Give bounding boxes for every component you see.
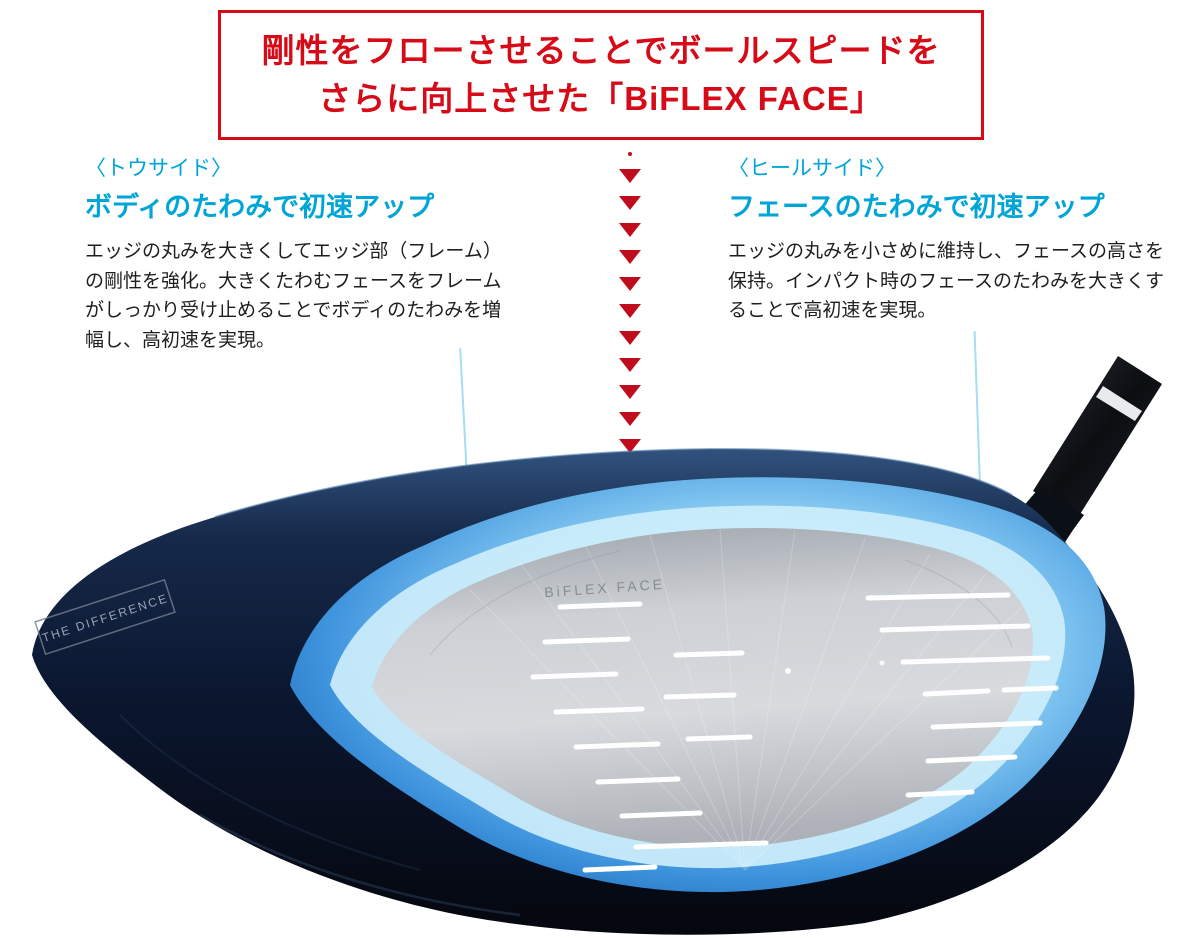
toe-side-tag: 〈トウサイド〉 xyxy=(85,157,232,180)
headline-line-2: さらに向上させた「BiFLEX FACE」 xyxy=(318,80,884,117)
arrow-dot-icon xyxy=(628,152,632,156)
heel-side-tag: 〈ヒールサイド〉 xyxy=(728,157,896,180)
down-arrow-icon xyxy=(619,412,641,426)
down-arrow-icon xyxy=(619,277,641,291)
face-texture xyxy=(469,528,1023,871)
club-shaft xyxy=(1033,356,1162,519)
face-center-dot xyxy=(785,668,791,674)
down-arrow-icon xyxy=(619,439,641,453)
down-arrow-icon xyxy=(619,331,641,345)
down-arrow-icon xyxy=(619,169,641,183)
crown-highlight xyxy=(214,447,1013,518)
down-arrow-icon xyxy=(619,250,641,264)
down-arrow-icon xyxy=(619,358,641,372)
down-arrow-icon xyxy=(619,385,641,399)
toe-side-heading: ボディのたわみで初速アップ xyxy=(85,192,435,222)
headline-line-1: 剛性をフローさせることでボールスピードを xyxy=(261,32,941,70)
toe-side-note: 〈トウサイド〉 ボディのたわみで初速アップ エッジの丸みを大きくしてエッジ部（フ… xyxy=(85,152,505,355)
down-arrow-icon xyxy=(619,196,641,210)
face-center-dot-2 xyxy=(879,660,885,666)
headline-banner: 剛性をフローさせることでボールスピードを さらに向上させた「BiFLEX FAC… xyxy=(218,10,984,140)
heel-side-body: エッジの丸みを小さめに維持し、フェースの高さを保持。インパクト時のフェースのたわ… xyxy=(728,241,1165,322)
face-plate xyxy=(372,527,1034,848)
toe-side-body: エッジの丸みを大きくしてエッジ部（フレーム）の剛性を強化。大きくたわむフェースを… xyxy=(85,241,502,351)
sole-contour-2 xyxy=(119,714,421,871)
sole-contour-1 xyxy=(199,813,521,917)
down-arrow-icon xyxy=(619,223,641,237)
shaft-white-band xyxy=(1096,386,1142,421)
face-score-lines xyxy=(530,592,1059,873)
down-arrow-icon xyxy=(619,304,641,318)
heel-side-note: 〈ヒールサイド〉 フェースのたわみで初速アップ エッジの丸みを小さめに維持し、フ… xyxy=(728,152,1166,326)
heel-side-heading: フェースのたわみで初速アップ xyxy=(728,192,1105,222)
club-head-illustration: BiFLEX FACE THE DIFFERENCE xyxy=(32,356,1162,935)
